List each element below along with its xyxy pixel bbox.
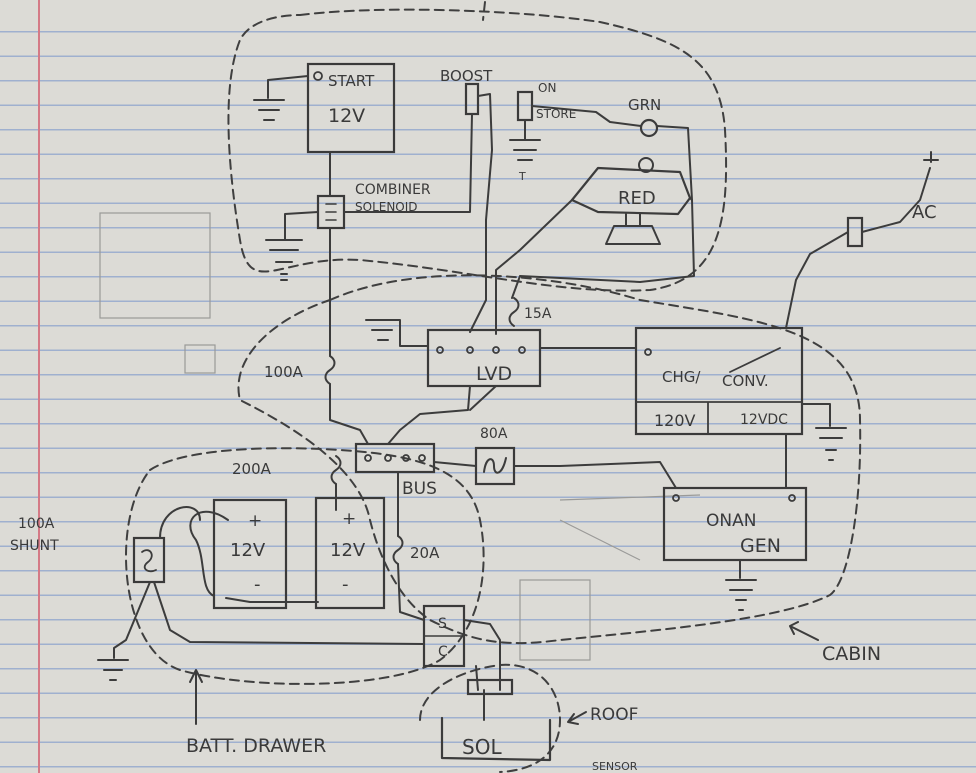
svg-text:BATT. DRAWER: BATT. DRAWER (186, 735, 326, 757)
svg-text:ROOF: ROOF (590, 705, 638, 725)
svg-text:CABIN: CABIN (822, 643, 881, 665)
svg-text:120V: 120V (654, 411, 696, 430)
house-battery-1: + 12V - (212, 498, 288, 610)
svg-text:SOLENOID: SOLENOID (355, 200, 418, 214)
svg-text:80A: 80A (480, 426, 508, 442)
svg-text:12V: 12V (330, 540, 366, 561)
svg-text:BOOST: BOOST (440, 67, 493, 85)
solar-controller: S C (422, 604, 466, 668)
svg-text:GRN: GRN (628, 96, 661, 114)
svg-text:BUS: BUS (402, 479, 437, 499)
ac-plug: AC (846, 151, 939, 248)
combiner-ground (265, 211, 319, 281)
charger-converter: CHG/ CONV. 120V 12VDC (634, 326, 804, 436)
shunt-ground (97, 581, 151, 681)
fuse-200a: 200A (232, 455, 342, 485)
svg-text:COMBINER: COMBINER (355, 182, 431, 198)
svg-text:SHUNT: SHUNT (10, 538, 59, 554)
margin-line (38, 0, 40, 773)
lvd-module: LVD (426, 328, 542, 388)
on-store-switch[interactable]: ON STORE (516, 81, 576, 122)
svg-text:-: - (342, 574, 349, 595)
svg-text:+: + (248, 511, 262, 531)
svg-text:12V: 12V (230, 540, 266, 561)
boost-switch[interactable]: BOOST (440, 67, 493, 116)
svg-text:SENSOR: SENSOR (592, 760, 638, 773)
roof-solenoid: SOL SENSOR (440, 678, 638, 773)
combiner-solenoid: COMBINER SOLENOID (316, 182, 431, 230)
grn-indicator-light: GRN (628, 96, 661, 138)
cabin-label-arrow: CABIN (789, 621, 881, 665)
svg-text:ONAN: ONAN (706, 511, 756, 531)
red-indicator-light: RED (570, 157, 692, 216)
svg-text:START: START (328, 72, 375, 90)
svg-text:-: - (254, 574, 261, 595)
svg-text:20A: 20A (410, 544, 440, 562)
engine-bay-outline (227, 1, 728, 292)
svg-text:100A: 100A (264, 363, 304, 381)
shunt-100a: 100A SHUNT (10, 516, 166, 584)
start-ground (253, 75, 309, 121)
generator-ground (725, 559, 757, 611)
svg-text:CONV.: CONV. (722, 372, 769, 390)
svg-text:CHG/: CHG/ (662, 368, 701, 386)
svg-text:GEN: GEN (740, 535, 781, 557)
svg-text:AC: AC (912, 202, 937, 223)
wiring (153, 93, 849, 721)
roof-label-arrow: ROOF (567, 705, 638, 725)
cabin-outline (237, 274, 862, 645)
batt-drawer-outline (125, 447, 562, 773)
onan-generator: ONAN GEN (662, 486, 808, 562)
lvd-ground (365, 319, 429, 347)
svg-text:15A: 15A (524, 306, 552, 322)
batt-drawer-label-arrow: BATT. DRAWER (186, 669, 326, 757)
svg-text:12V: 12V (328, 105, 365, 127)
start-battery: START 12V (306, 62, 396, 154)
svg-text:STORE: STORE (536, 107, 576, 121)
bus-bar: BUS (354, 442, 437, 499)
buzzer-speaker-icon (605, 213, 661, 245)
charger-ground (801, 403, 847, 461)
svg-text:+: + (342, 509, 356, 529)
fuse-15a: 15A (508, 297, 552, 327)
svg-text:LVD: LVD (476, 363, 512, 385)
fuse-100a: 100A (264, 355, 336, 385)
fuse-20a: 20A (392, 535, 440, 565)
svg-text:C: C (438, 644, 448, 660)
house-battery-2: + 12V - (314, 496, 386, 610)
switch-ground: T (509, 119, 541, 183)
svg-text:ON: ON (538, 81, 556, 95)
breaker-80a: 80A (474, 426, 516, 486)
svg-text:SOL: SOL (462, 735, 502, 759)
svg-text:100A: 100A (18, 516, 55, 532)
svg-text:12VDC: 12VDC (740, 412, 788, 428)
svg-text:RED: RED (618, 188, 656, 209)
svg-text:S: S (438, 616, 447, 632)
svg-text:T: T (518, 170, 526, 183)
svg-text:200A: 200A (232, 460, 272, 478)
